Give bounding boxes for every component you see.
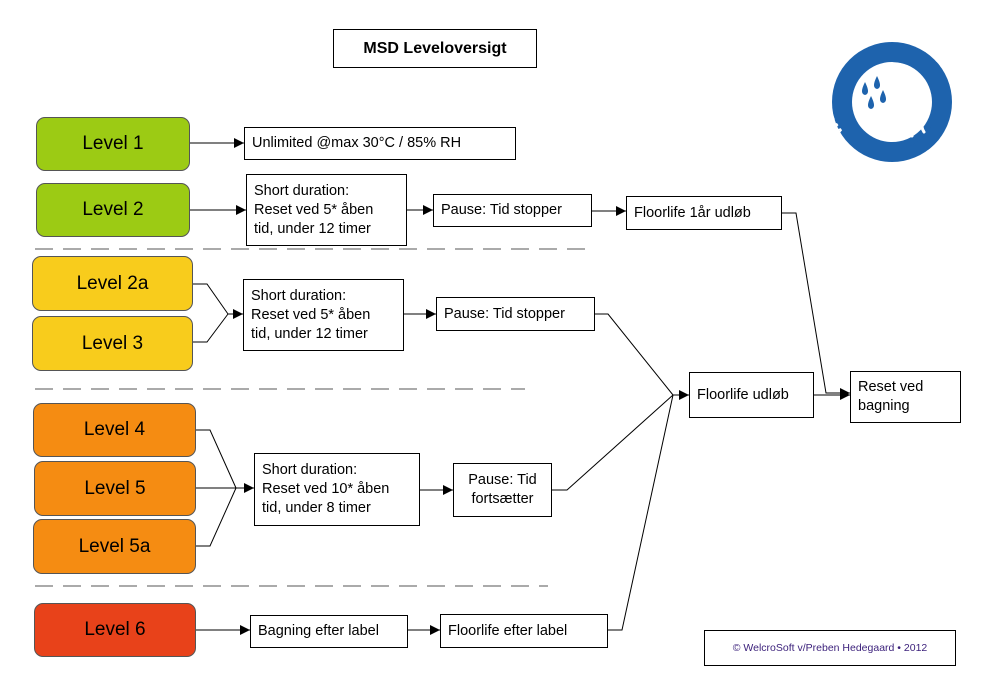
- welcrosoft-logo: WELCROSOFT: [830, 40, 952, 162]
- reset-bagning-box: Reset ved bagning: [850, 371, 961, 423]
- pause-stop-box-b: Pause: Tid stopper: [436, 297, 595, 331]
- pause-stop-box-a: Pause: Tid stopper: [433, 194, 592, 227]
- level-2a-box: Level 2a: [32, 256, 193, 311]
- bagning-efter-label-box: Bagning efter label: [250, 615, 408, 648]
- floorlife-1ar-box: Floorlife 1år udløb: [626, 196, 782, 230]
- floorlife-efter-label-box: Floorlife efter label: [440, 614, 608, 648]
- level-1-box: Level 1: [36, 117, 190, 171]
- level-5-box: Level 5: [34, 461, 196, 516]
- connector-level5a-merge: [196, 487, 237, 547]
- connector-pauseb-floorlife: [595, 313, 674, 396]
- level-3-box: Level 3: [32, 316, 193, 371]
- diagram-title: MSD Leveloversigt: [333, 29, 537, 68]
- level-2-box: Level 2: [36, 183, 190, 237]
- floorlife-udlob-box: Floorlife udløb: [689, 372, 814, 418]
- unlimited-box: Unlimited @max 30°C / 85% RH: [244, 127, 516, 160]
- level-6-box: Level 6: [34, 603, 196, 657]
- connector-pausec-floorlife: [552, 394, 674, 491]
- level-5a-box: Level 5a: [33, 519, 196, 574]
- pause-continue-box: Pause: Tid fortsætter: [453, 463, 552, 517]
- connector-floorlife1ar-reset: [782, 212, 850, 398]
- connector-level2a-merge: [193, 283, 229, 315]
- connector-level3-merge: [193, 313, 229, 343]
- copyright-notice: © WelcroSoft v/Preben Hedegaard • 2012: [704, 630, 956, 666]
- short-duration-box-c: Short duration: Reset ved 10* åben tid, …: [254, 453, 420, 526]
- connector-floorlifelabel-floorlife: [608, 394, 674, 631]
- connector-level4-merge: [196, 429, 237, 489]
- short-duration-box-b: Short duration: Reset ved 5* åben tid, u…: [243, 279, 404, 351]
- short-duration-box-a: Short duration: Reset ved 5* åben tid, u…: [246, 174, 407, 246]
- level-4-box: Level 4: [33, 403, 196, 457]
